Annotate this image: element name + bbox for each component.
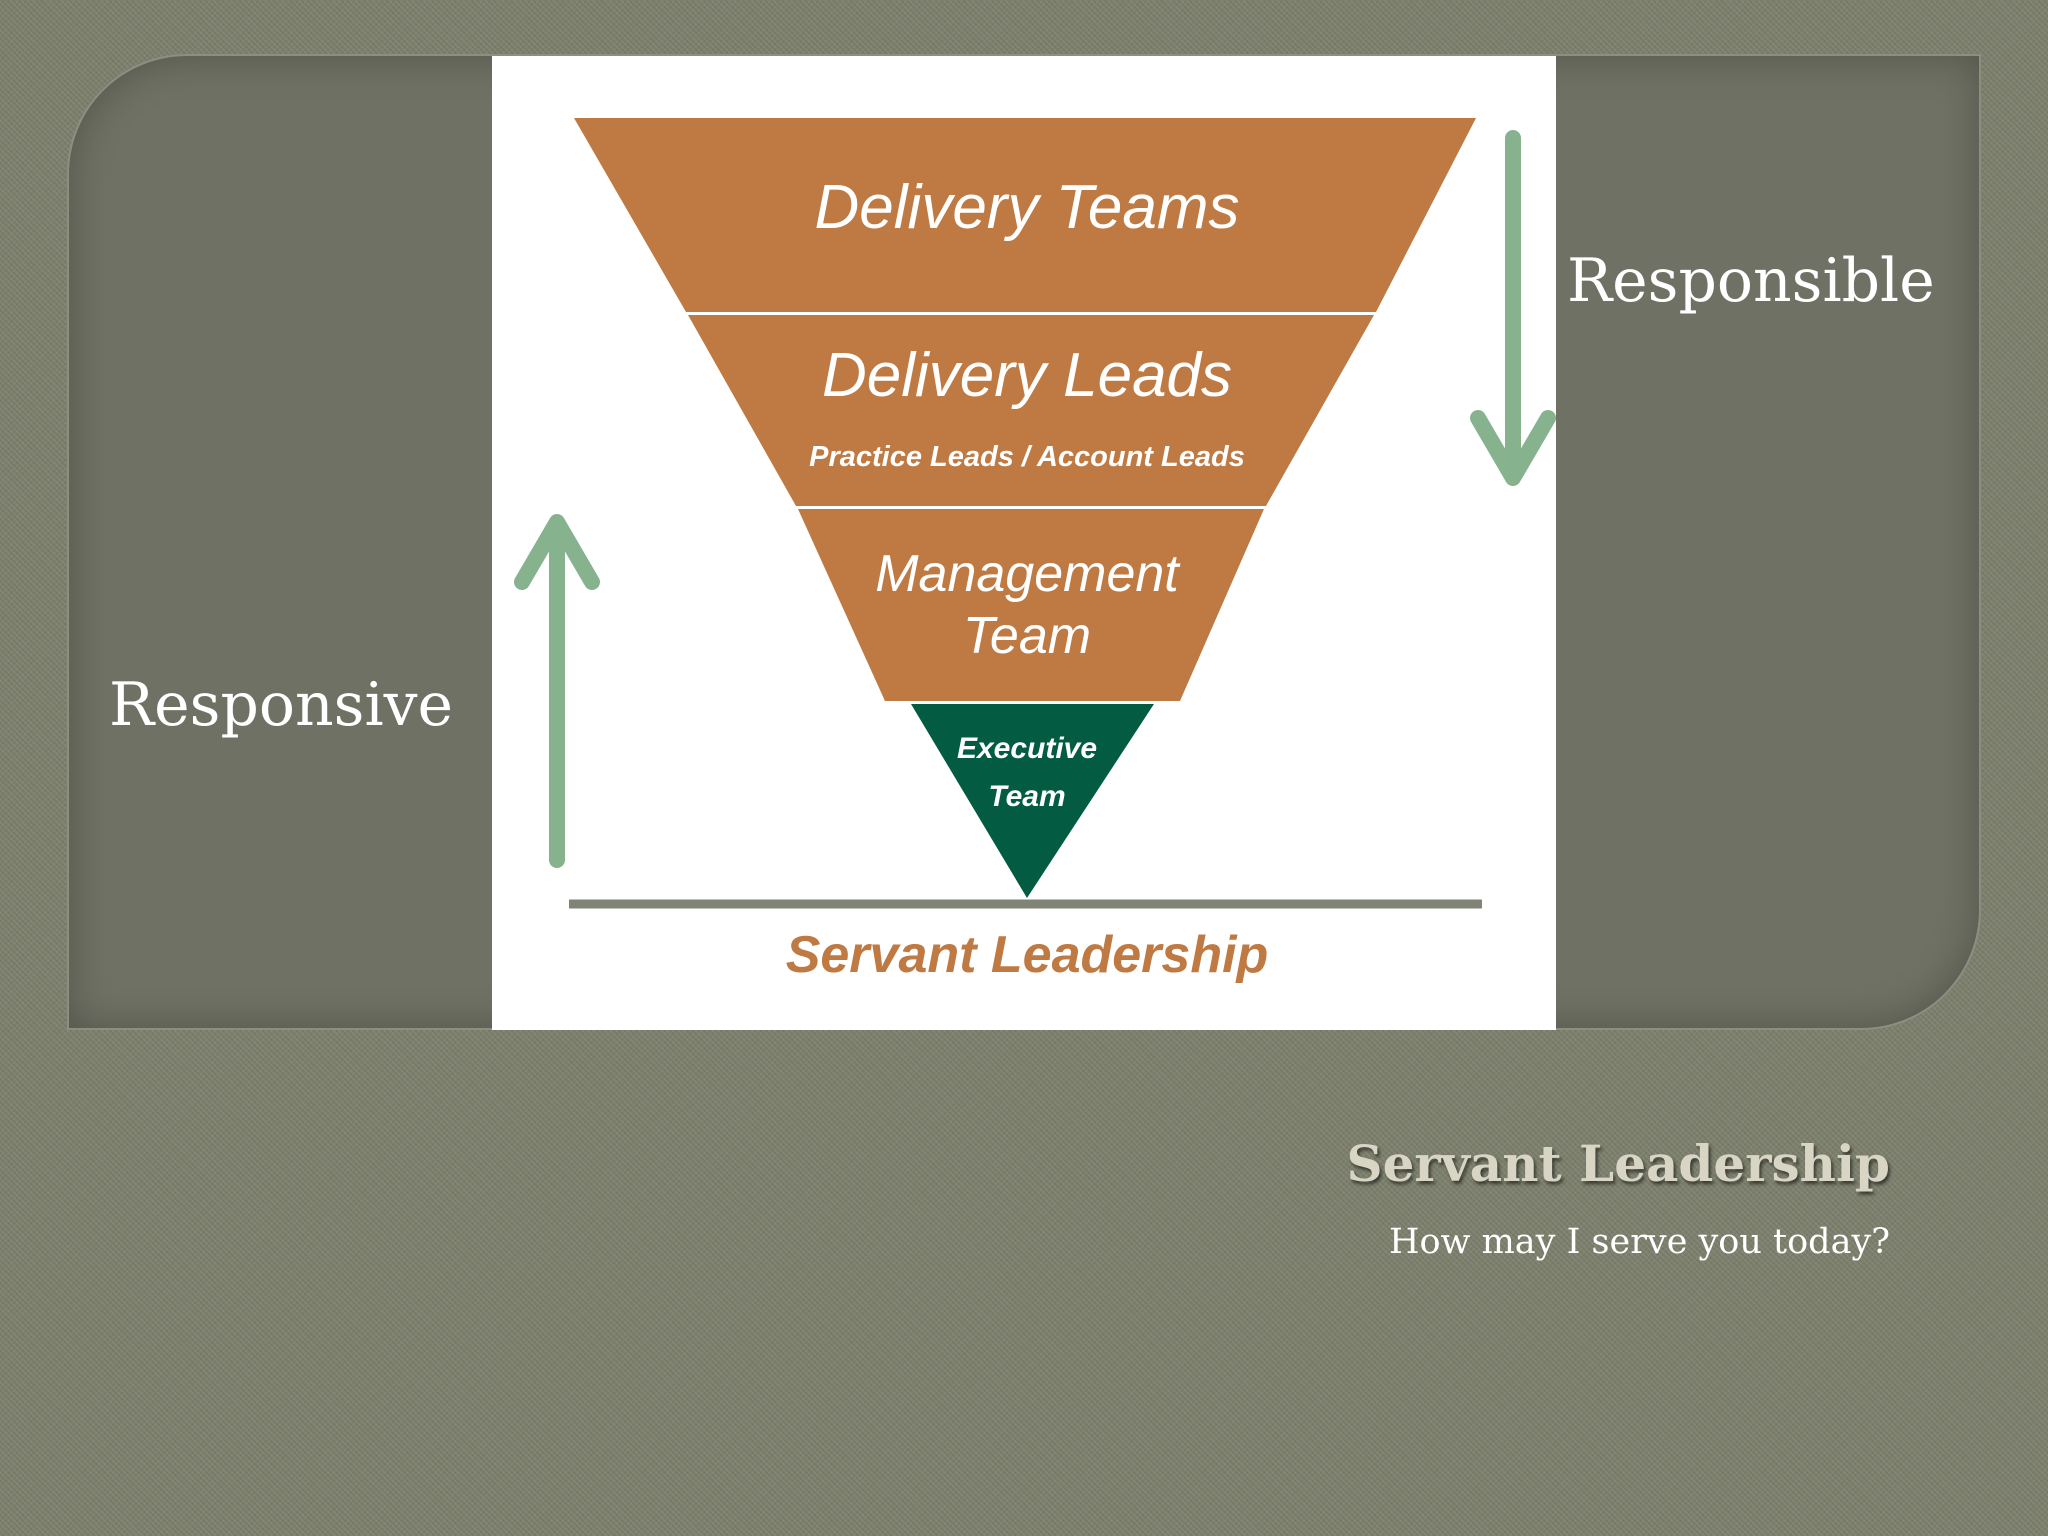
slide-subtitle: How may I serve you today?	[1388, 1222, 1890, 1262]
base-label: Servant Leadership	[786, 926, 1269, 984]
responsive-label: Responsive	[109, 670, 454, 740]
level-management-label-line1: Management	[875, 545, 1181, 603]
level-delivery-teams-label: Delivery Teams	[815, 173, 1240, 242]
level-executive-label-line1: Executive	[957, 732, 1097, 765]
level-delivery-leads-label: Delivery Leads	[822, 341, 1232, 410]
up-arrow-icon	[514, 514, 600, 868]
level-executive-label-line2: Team	[988, 780, 1065, 813]
level-executive-team-band	[911, 704, 1154, 898]
pyramid-figure: Delivery Teams Delivery Leads Practice L…	[492, 56, 1556, 1030]
level-management-label-line2: Team	[963, 607, 1091, 665]
inverted-pyramid-diagram: Delivery Teams Delivery Leads Practice L…	[514, 118, 1556, 984]
down-arrow-icon	[1470, 130, 1556, 486]
slide-title: Servant Leadership	[1346, 1134, 1890, 1193]
level-delivery-teams-band	[574, 118, 1476, 312]
level-delivery-leads-sublabel: Practice Leads / Account Leads	[809, 441, 1245, 473]
level-delivery-leads-band	[688, 315, 1374, 506]
level-management-team-band	[798, 509, 1264, 701]
responsible-label: Responsible	[1567, 246, 1935, 316]
